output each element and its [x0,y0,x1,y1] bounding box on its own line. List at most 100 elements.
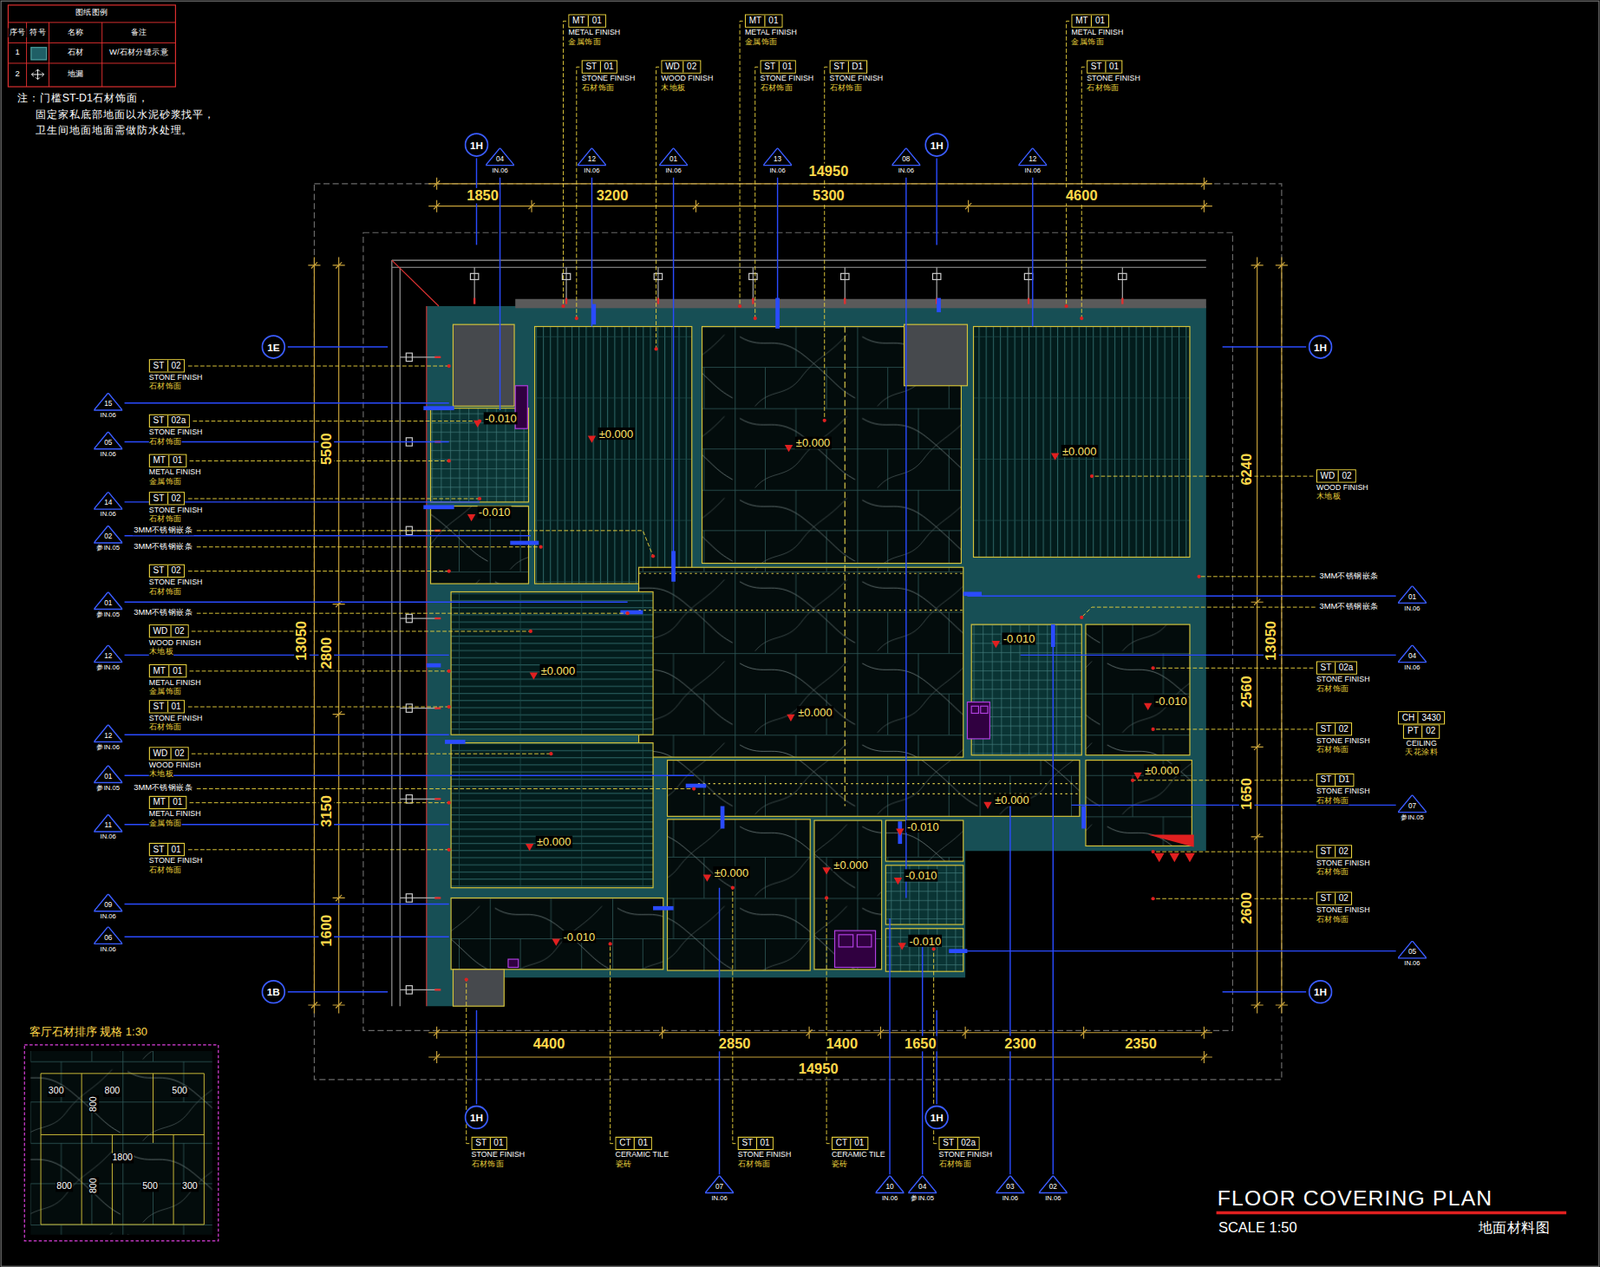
section-callout: 07IN.06 [705,1175,734,1205]
material-number: 01 [168,796,185,809]
material-tag: ST02STONE FINISH石材饰面 [1316,891,1371,923]
callout-sheet: 参IN.05 [96,609,120,617]
leader-line [610,943,614,1143]
leader-line [196,546,542,548]
leader-line [124,903,450,905]
section-callout: 10IN.06 [875,1175,905,1205]
material-number: 01 [168,455,185,467]
material-code: ST [761,61,779,73]
finish-name: STONE FINISH [1316,737,1371,746]
leader-line [1153,851,1314,853]
callout-number: 12 [587,155,596,164]
floor-level: -0.010 [906,820,941,833]
section-callout: 11IN.06 [93,814,123,843]
leader-line [656,66,660,349]
callout-sheet: 参IN.06 [96,742,120,750]
section-callout: 02IN.06 [1038,1175,1068,1205]
grid-bubble: 1H [463,132,489,157]
inset-dimension: 300 [181,1182,199,1193]
trim-note: 3MM不锈钢嵌条 [132,783,194,793]
finish-name: STONE FINISH [149,714,203,724]
grid-name: 1H [470,139,484,151]
level-marker [473,420,482,428]
material-code: ST [1317,774,1335,786]
level-marker [552,939,561,947]
section-callout: 15IN.06 [93,392,123,422]
level-marker [525,843,534,851]
finish-name-cn: 石材饰面 [149,382,183,392]
tag-box: CH3430 [1397,711,1445,725]
tag-box: CT01 [831,1136,869,1151]
section-callout: 12 参IN.06 [93,724,123,753]
finish-name-cn: 金属饰面 [744,37,778,46]
finish-name-cn: 金属饰面 [1071,37,1104,46]
dimension: 1650 [903,1036,938,1052]
finish-name: METAL FINISH [149,679,202,688]
dimension: 5300 [811,188,846,204]
callout-number: 14 [104,498,112,507]
callout-sheet: IN.06 [1404,603,1420,611]
finish-name: STONE FINISH [149,579,203,588]
tag-box: ST02 [149,564,186,579]
tag-box: ST01 [737,1136,775,1151]
legend-text: 石材 [67,48,85,58]
material-tag: WD02WOOD FINISH木地板 [660,59,713,92]
material-tag: WD02WOOD FINISH木地板 [1316,469,1369,501]
table-cell: 符号 [28,27,47,37]
leader-line [1091,476,1313,477]
material-number: 01 [167,700,184,712]
leader-line [1081,607,1315,618]
dimension: 13050 [1263,620,1280,662]
callout-sheet: IN.06 [881,1193,898,1201]
material-tag: ST02aSTONE FINISH石材饰面 [939,1136,993,1169]
material-tag: WD02WOOD FINISH木地板 [149,746,202,778]
callout-sheet: IN.06 [583,165,600,173]
finish-name-cn: 木地板 [660,83,686,92]
inset-dimension: 1800 [111,1153,134,1164]
section-callout: 07参IN.05 [1397,795,1427,824]
tag-box: WD02 [149,624,189,639]
material-number: D1 [848,61,867,73]
dimension: 4400 [532,1036,567,1052]
floor-level: ±0.000 [1061,444,1098,458]
inset-dimension: 800 [88,1176,99,1195]
scale-text: SCALE 1:50 [1217,1219,1299,1235]
material-number: 01 [1090,15,1108,27]
material-tag: MT01METAL FINISH金属饰面 [149,796,202,828]
callout-number: 12 [104,731,112,740]
material-code: ST [940,1137,958,1150]
trim-note: 3MM不锈钢嵌条 [132,542,194,552]
material-code: ST [1087,61,1105,73]
finish-name: WOOD FINISH [149,761,202,771]
dimension: 4600 [1064,188,1099,204]
material-tag: ST01STONE FINISH石材饰面 [760,59,815,92]
level-marker [1051,452,1059,460]
leader-line [124,402,450,404]
material-number: 01 [633,1137,651,1150]
callout-sheet: IN.06 [1025,165,1041,173]
callout-number: 02 [104,532,112,541]
callout-sheet: IN.06 [100,411,117,418]
inset-dimension: 800 [103,1086,121,1098]
note-text: 卫生间地面地面需做防水处理。 [34,124,195,138]
leader-line [1052,633,1054,1176]
section-callout: 04参IN.05 [907,1175,937,1205]
tag-box: ST02a [939,1136,980,1151]
material-code: WD [662,61,684,73]
trim-note: 3MM不锈钢嵌条 [132,526,194,536]
inset-title: 客厅石材排序 规格 1:30 [28,1025,149,1038]
tag-box: MT01 [744,13,783,28]
callout-number: 02 [1049,1182,1058,1191]
finish-name: STONE FINISH [1086,74,1141,84]
leader-line [921,939,923,1176]
finish-name-cn: 木地板 [149,770,174,779]
finish-name-cn: 石材饰面 [149,587,183,596]
level-marker [992,640,1000,648]
callout-sheet: IN.06 [100,944,117,952]
ceiling-tag: CH3430PT02CEILING天花涂料 [1397,711,1445,757]
section-callout: 03IN.06 [995,1175,1025,1205]
finish-name: STONE FINISH [471,1151,526,1161]
paint-number: 02 [1421,725,1438,738]
section-callout: 12IN.06 [577,148,607,177]
leader-line [196,613,628,614]
